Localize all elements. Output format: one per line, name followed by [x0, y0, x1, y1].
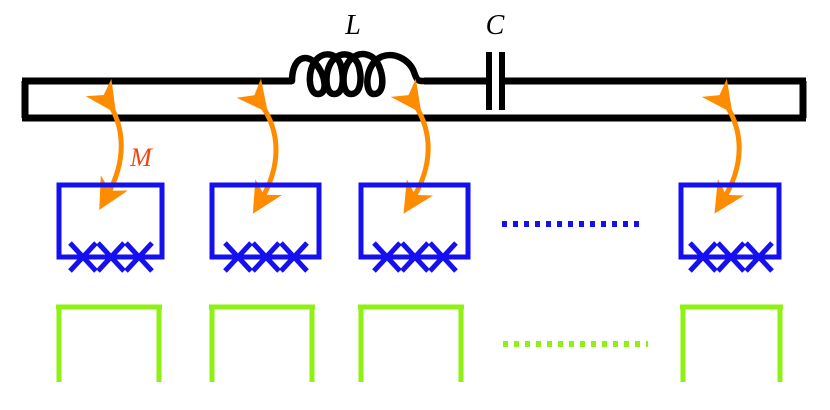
capacitor-symbol [486, 52, 505, 110]
junction-x [716, 241, 746, 273]
coupling-arrow-1 [85, 78, 128, 210]
junction-x [96, 241, 126, 273]
coupling-label: M [129, 143, 153, 172]
lower-loop-4-path [680, 304, 783, 382]
qubit-loop-1 [56, 182, 165, 273]
qubit-loop-3-junctions [372, 241, 458, 273]
junction-x [372, 241, 402, 273]
coupling-arrow-2 [236, 78, 282, 214]
junction-x [400, 241, 430, 273]
lower-loop-2-path [209, 304, 315, 382]
coupling-arrow-3-path [390, 78, 434, 214]
capacitor-label: C [486, 10, 505, 41]
lower-loop-1 [56, 304, 162, 382]
qubit-loop-3 [358, 182, 471, 273]
lower-loop-3-path [358, 304, 464, 382]
inductor-symbol [288, 50, 428, 98]
junction-x [68, 241, 98, 273]
inductor-label: L [344, 10, 361, 41]
coupling-arrow-3 [390, 78, 434, 214]
junction-x [744, 241, 774, 273]
junction-x [223, 241, 253, 273]
junction-x [124, 241, 154, 273]
coupling-arrow-4-path [701, 78, 745, 214]
lower-loop-4 [680, 304, 783, 382]
qubit-loop-2-junctions [223, 241, 309, 273]
qubit-loop-4 [678, 182, 782, 273]
qubit-loop-2 [209, 182, 322, 273]
lower-loop-3 [358, 304, 464, 382]
coupling-arrow-4 [701, 78, 745, 214]
inductor-coil-path [288, 50, 428, 98]
lower-loop-1-path [56, 304, 162, 382]
junction-x [428, 241, 458, 273]
junction-x [251, 241, 281, 273]
lower-loop-2 [209, 304, 315, 382]
qubit-loop-1-junctions [68, 241, 154, 273]
coupling-arrow-2-path [236, 78, 282, 214]
qubit-loop-4-junctions [688, 241, 774, 273]
junction-x [688, 241, 718, 273]
junction-x [279, 241, 309, 273]
coupling-arrow-1-path [85, 78, 128, 210]
